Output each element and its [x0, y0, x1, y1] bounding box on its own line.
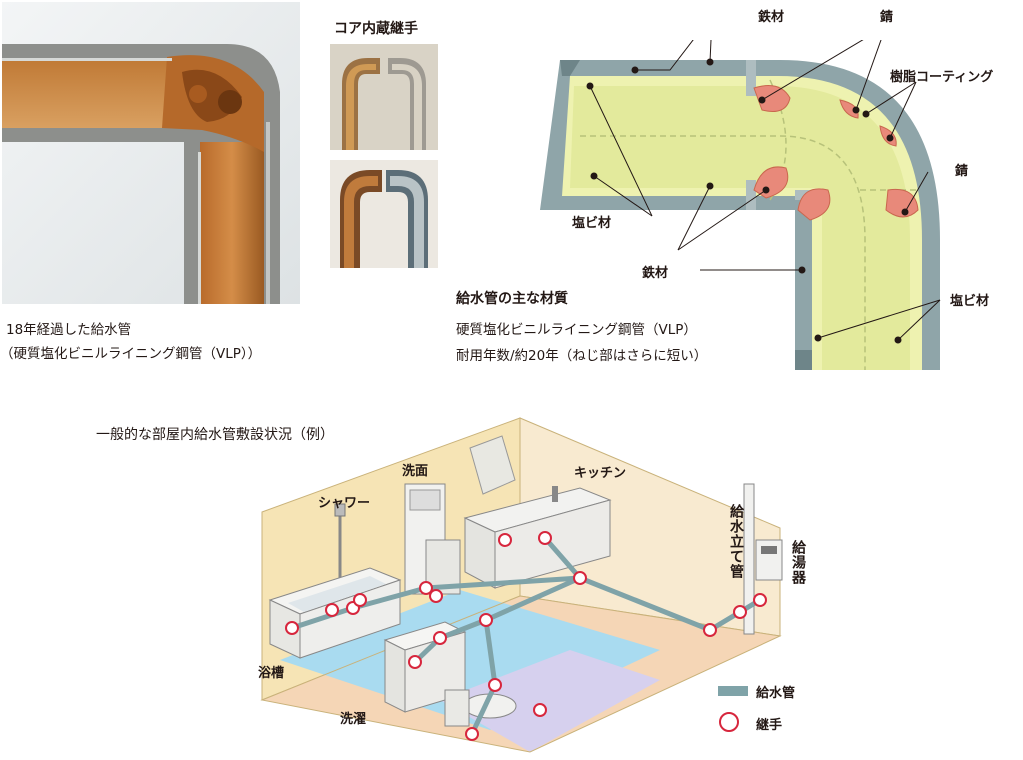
photo-caption-line2: （硬質塩化ビニルライニング鋼管（VLP））	[0, 346, 262, 362]
legend-pipe-swatch	[718, 686, 748, 696]
label-rust-right: 錆	[955, 164, 969, 179]
label-water-heater: 給湯器	[790, 540, 806, 585]
label-washbasin: 洗面	[402, 464, 429, 479]
legend-pipe-label: 給水管	[756, 686, 796, 701]
room-diagram-title: 一般的な部屋内給水管敷設状況（例）	[96, 427, 334, 443]
material-heading: 給水管の主な材質	[456, 291, 568, 307]
pipe-cross-section-diagram	[540, 40, 950, 370]
label-rust-top: 錆	[880, 10, 894, 25]
material-line1: 硬質塩化ビニルライニング鋼管（VLP）	[456, 322, 697, 338]
label-iron-top: 鉄材	[758, 10, 785, 25]
label-shower: シャワー	[318, 496, 371, 511]
label-kitchen: キッチン	[574, 466, 627, 481]
label-pvc-right: 塩ビ材	[950, 294, 990, 309]
legend-joint-label: 継手	[756, 718, 783, 733]
photo-caption-line1: 18年経過した給水管	[6, 322, 132, 338]
core-joint-photo-top	[330, 44, 438, 150]
legend-joint-icon	[719, 712, 739, 732]
label-resin-coating: 樹脂コーティング	[890, 70, 994, 85]
label-bathtub: 浴槽	[258, 666, 285, 681]
legend: 給水管 継手	[716, 680, 866, 750]
label-iron-bottom: 鉄材	[642, 266, 669, 281]
core-joint-photo-bottom	[330, 160, 438, 268]
core-joint-title: コア内蔵継手	[334, 21, 418, 37]
corroded-pipe-photo	[2, 2, 300, 304]
room-plumbing-diagram	[240, 400, 800, 760]
label-laundry: 洗濯	[340, 712, 367, 727]
label-riser: 給水立て管	[728, 504, 744, 579]
material-line2: 耐用年数/約20年（ねじ部はさらに短い）	[456, 348, 708, 364]
label-pvc-left: 塩ビ材	[572, 216, 612, 231]
